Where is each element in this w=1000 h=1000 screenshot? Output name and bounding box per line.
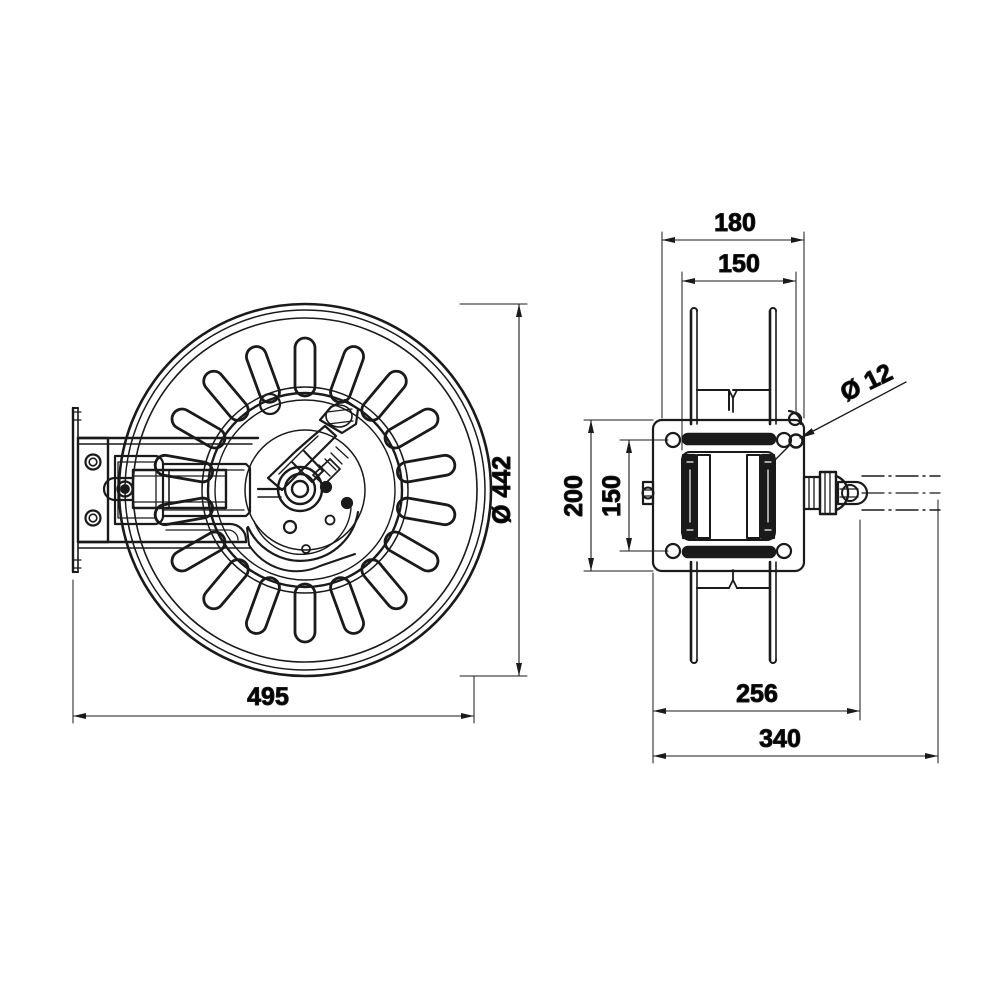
pivot-boss-upper xyxy=(787,411,803,427)
dim-label-180: 180 xyxy=(714,209,756,237)
dim-label-width: 495 xyxy=(247,683,289,711)
dim-label-340: 340 xyxy=(759,725,801,753)
swivel-inlet xyxy=(802,470,869,516)
hub-assembly xyxy=(246,398,360,573)
dim-label-hole: Ø 12 xyxy=(836,358,897,407)
side-view-dimensions: 180 150 200 150 256 340 Ø 12 xyxy=(560,209,939,764)
reel-flange-slots xyxy=(153,336,457,644)
mounting-base-plate xyxy=(641,409,806,573)
front-view-group xyxy=(71,302,493,678)
phantom-hose-extension xyxy=(861,475,941,511)
dim-label-256: 256 xyxy=(736,680,778,708)
reel-flange-rings xyxy=(117,302,493,678)
dim-label-200: 200 xyxy=(560,475,588,517)
side-reel-flanges xyxy=(689,307,777,664)
side-view-group xyxy=(641,307,941,664)
dim-label-diameter: Ø 442 xyxy=(488,456,516,524)
front-view-dimensions: Ø 442 495 xyxy=(72,303,528,724)
dim-leader-hole xyxy=(799,381,907,439)
plate-slot-top xyxy=(681,432,777,446)
mount-hole-tr xyxy=(775,431,793,449)
dim-label-150-top: 150 xyxy=(718,250,760,278)
pivot-boss-lower xyxy=(788,433,804,449)
plate-slot-bottom xyxy=(681,545,777,559)
dim-label-150-left: 150 xyxy=(598,475,626,517)
mount-hole-br xyxy=(775,542,793,560)
reel-drum-rings xyxy=(201,386,409,594)
drum-face-hole xyxy=(258,392,282,416)
swing-arm xyxy=(76,436,260,549)
